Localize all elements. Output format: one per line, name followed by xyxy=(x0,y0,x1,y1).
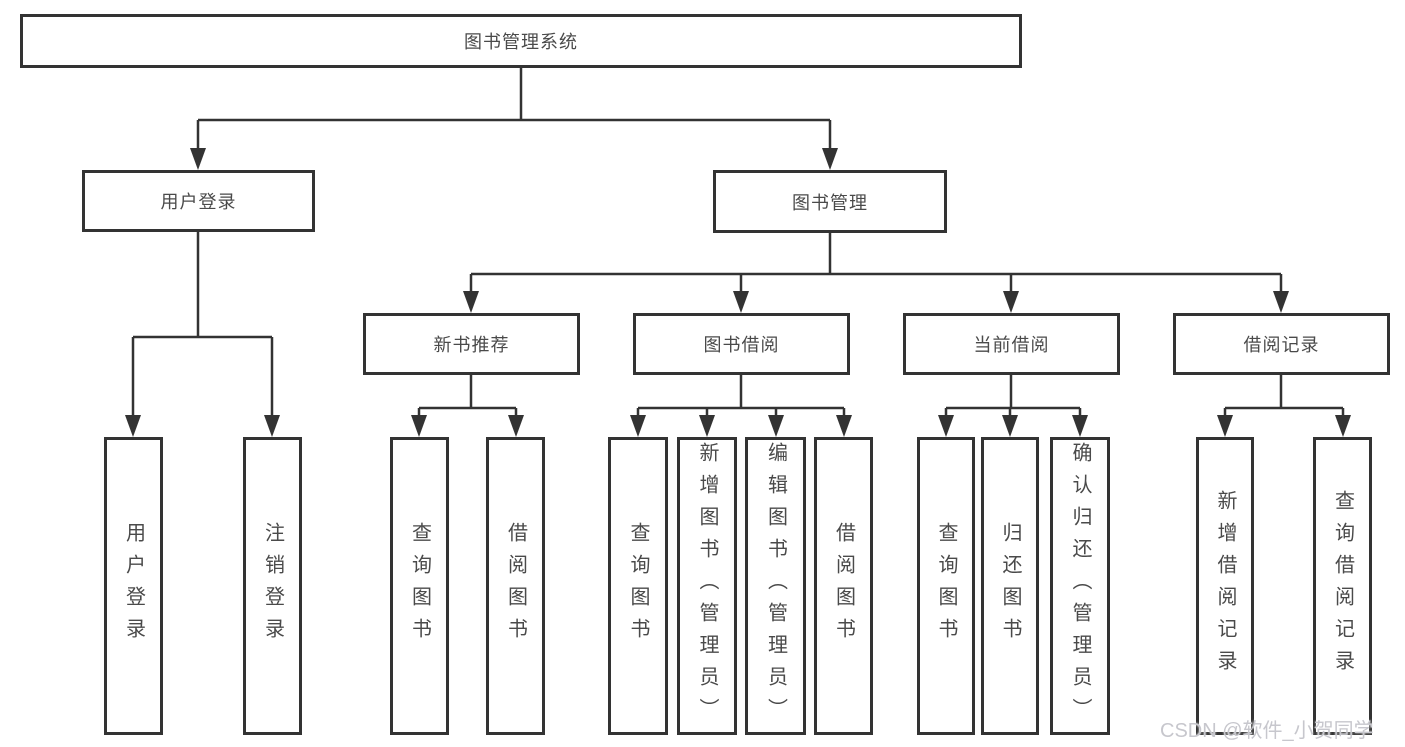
arrowheads xyxy=(125,148,1351,437)
node-borrowing-records-label: 借阅记录 xyxy=(1243,335,1320,355)
node-root: 图书管理系统 xyxy=(20,14,1022,68)
leaf-user-login-label: 用户登录 xyxy=(122,522,145,650)
leaf-confirm-return-admin-label: 确认归还（管理员） xyxy=(1069,442,1091,730)
leaf-user-login: 用户登录 xyxy=(104,437,163,735)
node-user-login-label: 用户登录 xyxy=(160,192,237,212)
node-book-borrowing-label: 图书借阅 xyxy=(703,335,780,355)
csdn-watermark: CSDN @软件_小贺同学 xyxy=(1160,720,1374,742)
leaf-add-books-admin-label: 新增图书（管理员） xyxy=(696,442,718,730)
leaf-query-borrow-record-label: 查询借阅记录 xyxy=(1331,490,1354,682)
node-root-label: 图书管理系统 xyxy=(464,32,578,52)
leaf-return-books-label: 归还图书 xyxy=(999,522,1021,650)
node-book-management-label: 图书管理 xyxy=(792,192,868,213)
leaf-newbooks-query-books: 查询图书 xyxy=(390,437,449,735)
leaf-newbooks-query-books-label: 查询图书 xyxy=(408,522,431,650)
leaf-logout-label: 注销登录 xyxy=(261,522,284,650)
leaf-add-books-admin: 新增图书（管理员） xyxy=(677,437,737,735)
node-book-management: 图书管理 xyxy=(713,170,947,233)
leaf-borrowing-borrow-books: 借阅图书 xyxy=(814,437,873,735)
leaf-edit-books-admin: 编辑图书（管理员） xyxy=(745,437,806,735)
node-new-book-recommend: 新书推荐 xyxy=(363,313,580,375)
leaf-add-borrow-record: 新增借阅记录 xyxy=(1196,437,1254,735)
node-book-borrowing: 图书借阅 xyxy=(633,313,850,375)
leaf-borrowing-borrow-books-label: 借阅图书 xyxy=(832,522,855,650)
leaf-logout: 注销登录 xyxy=(243,437,302,735)
node-borrowing-records: 借阅记录 xyxy=(1173,313,1390,375)
node-new-book-recommend-label: 新书推荐 xyxy=(433,335,510,355)
leaf-edit-books-admin-label: 编辑图书（管理员） xyxy=(764,442,787,730)
node-user-login: 用户登录 xyxy=(82,170,315,232)
leaf-add-borrow-record-label: 新增借阅记录 xyxy=(1214,490,1236,682)
leaf-newbooks-borrow-books: 借阅图书 xyxy=(486,437,545,735)
leaf-newbooks-borrow-books-label: 借阅图书 xyxy=(504,522,527,650)
leaf-query-borrow-record: 查询借阅记录 xyxy=(1313,437,1372,735)
leaf-borrowing-query-books: 查询图书 xyxy=(608,437,668,735)
leaf-current-query-books-label: 查询图书 xyxy=(935,522,957,650)
leaf-confirm-return-admin: 确认归还（管理员） xyxy=(1050,437,1110,735)
leaf-current-query-books: 查询图书 xyxy=(917,437,975,735)
node-current-borrowing: 当前借阅 xyxy=(903,313,1120,375)
leaf-return-books: 归还图书 xyxy=(981,437,1039,735)
node-current-borrowing-label: 当前借阅 xyxy=(973,335,1050,355)
leaf-borrowing-query-books-label: 查询图书 xyxy=(627,522,649,650)
